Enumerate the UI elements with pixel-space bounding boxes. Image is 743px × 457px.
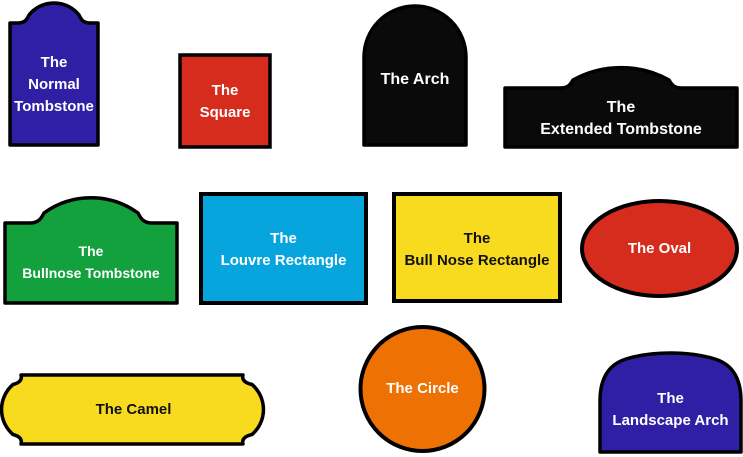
square-graphic — [178, 53, 272, 149]
landscape-arch-graphic — [598, 351, 743, 454]
circle-graphic — [358, 325, 487, 453]
shape-bullnose-tombstone[interactable]: The Bullnose Tombstone — [3, 193, 179, 305]
square-outline — [178, 53, 272, 149]
oval-outline — [580, 199, 739, 298]
shape-camel[interactable]: The Camel — [0, 372, 267, 447]
arch-graphic — [362, 4, 468, 147]
bullnose-tombstone-graphic — [3, 195, 179, 305]
shape-arch[interactable]: The Arch — [362, 2, 468, 147]
normal-tombstone-graphic — [8, 1, 100, 147]
oval-graphic — [580, 199, 739, 298]
bull-nose-rectangle-outline — [392, 192, 562, 303]
extended-tombstone-outline — [503, 65, 739, 149]
shape-extended-tombstone[interactable]: The Extended Tombstone — [503, 63, 739, 149]
shape-square[interactable]: The Square — [178, 53, 272, 149]
shape-normal-tombstone[interactable]: The Normal Tombstone — [8, 0, 100, 147]
landscape-arch-outline — [598, 351, 743, 454]
shape-louvre-rectangle[interactable]: The Louvre Rectangle — [199, 192, 368, 305]
normal-tombstone-outline — [8, 1, 100, 147]
circle-outline — [358, 325, 487, 453]
shape-landscape-arch[interactable]: The Landscape Arch — [598, 351, 743, 454]
camel-outline — [0, 373, 266, 446]
louvre-rectangle-graphic — [199, 192, 368, 305]
shape-circle[interactable]: The Circle — [357, 324, 488, 454]
bullnose-tombstone-outline — [3, 195, 179, 305]
bull-nose-rectangle-graphic — [392, 192, 562, 303]
arch-outline — [362, 4, 468, 147]
camel-graphic — [0, 373, 266, 446]
louvre-rectangle-outline — [199, 192, 368, 305]
extended-tombstone-graphic — [503, 65, 739, 149]
shape-oval[interactable]: The Oval — [579, 198, 740, 299]
shape-bull-nose-rectangle[interactable]: The Bull Nose Rectangle — [392, 192, 562, 303]
